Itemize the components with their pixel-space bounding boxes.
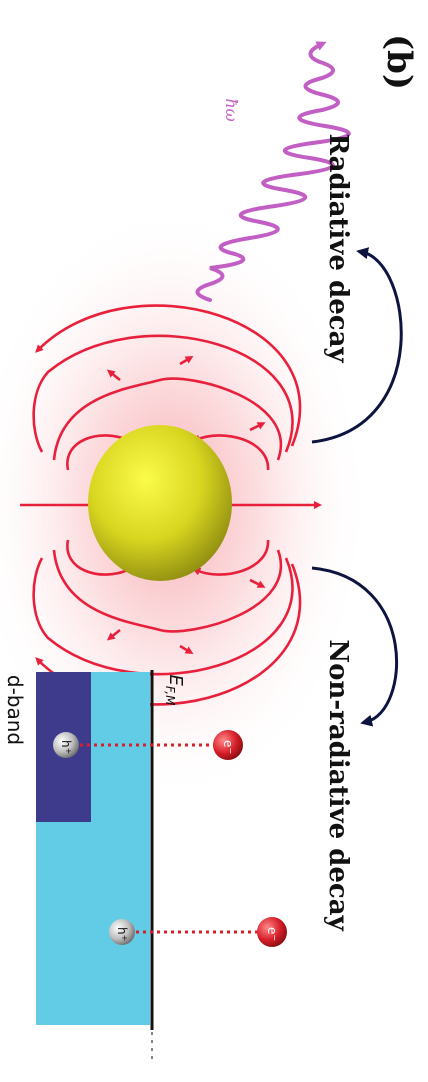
nonradiative-decay-label: Non-radiative decay (323, 639, 353, 931)
panel-label: (b) (379, 34, 419, 90)
fermi-symbol: E (165, 675, 186, 687)
fermi-subscript: F,M (163, 686, 177, 706)
nanoparticle-sphere (88, 425, 232, 581)
radiative-decay-label: Radiative decay (323, 133, 353, 363)
photon-label: ħω (222, 98, 241, 121)
d-band-label: d-band (3, 675, 27, 745)
